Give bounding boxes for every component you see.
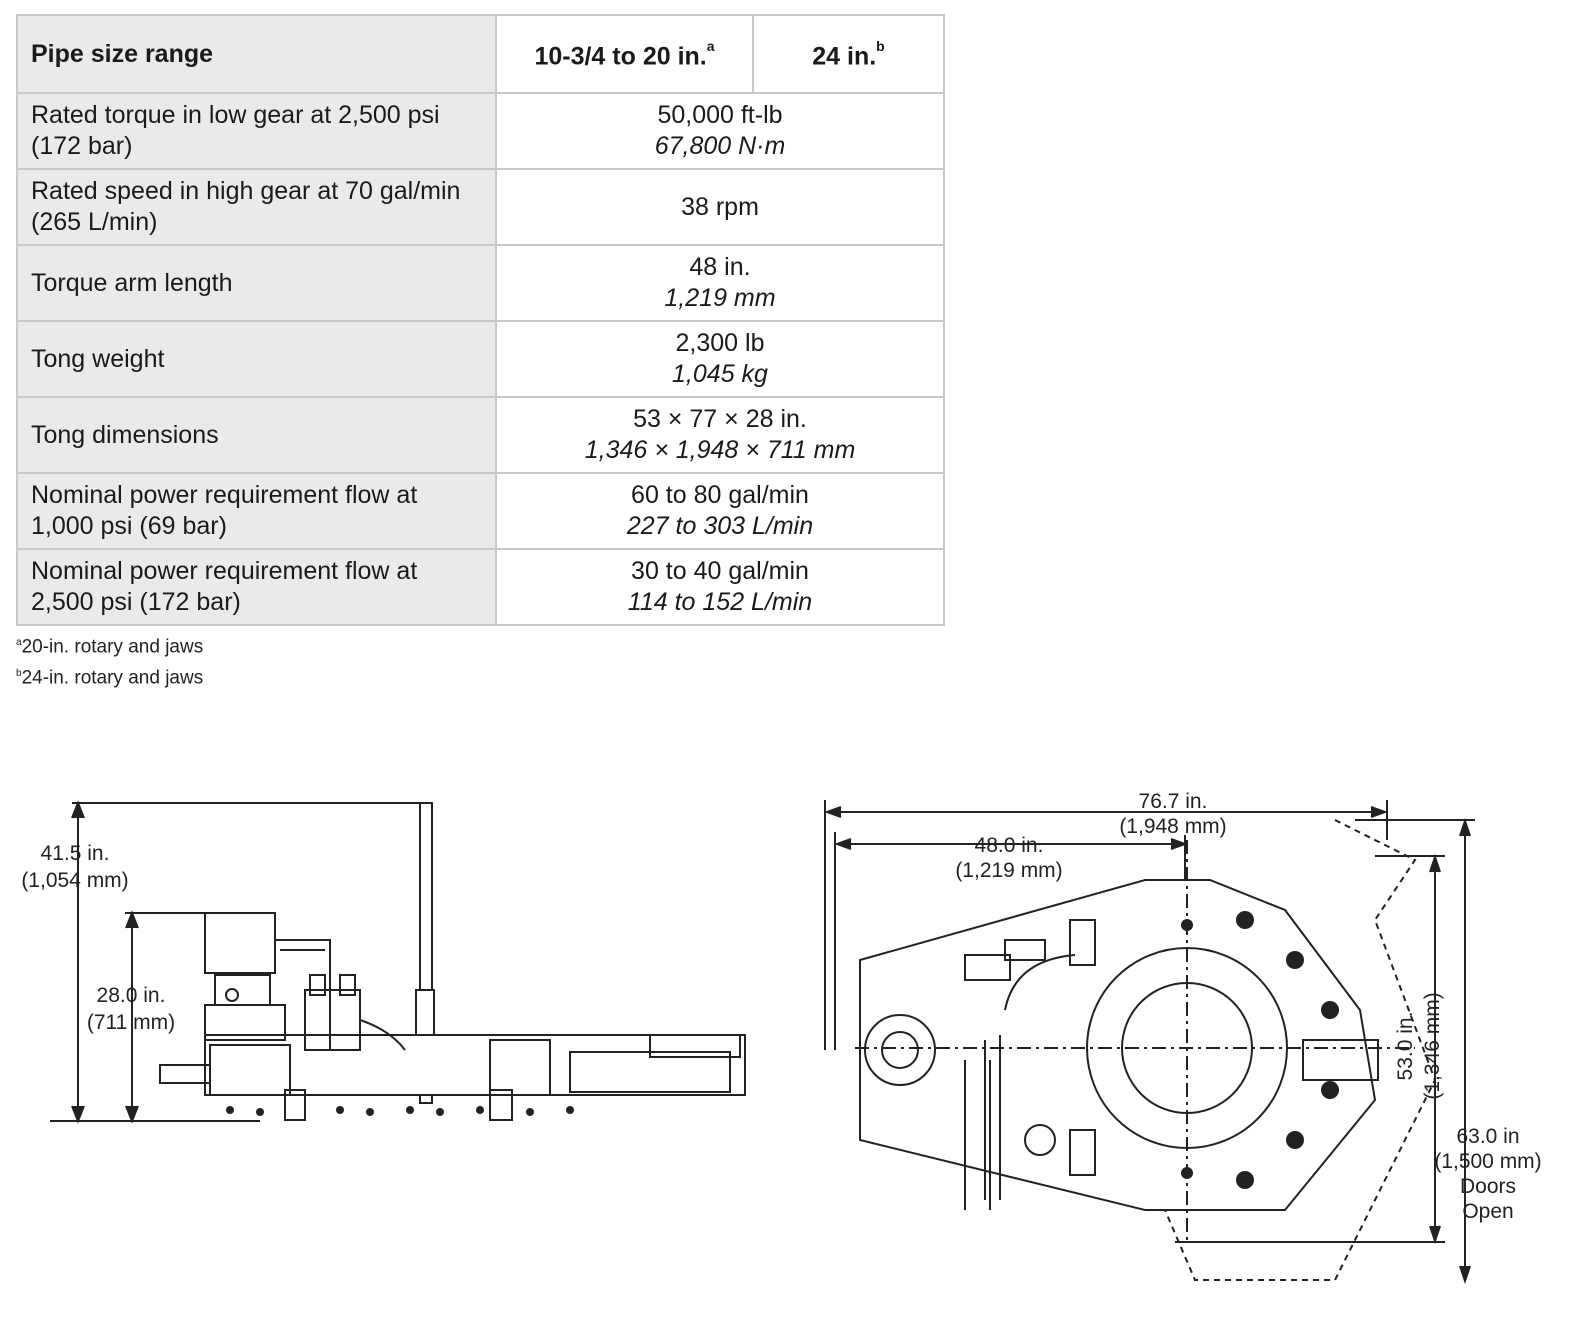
- table-row: Tong dimensions53 × 77 × 28 in.1,346 × 1…: [17, 397, 944, 473]
- row-value: 30 to 40 gal/min114 to 152 L/min: [496, 549, 944, 625]
- side-height-in: 41.5 in.: [41, 842, 110, 865]
- side-body-mm: (711 mm): [87, 1011, 175, 1034]
- row-value: 2,300 lb1,045 kg: [496, 321, 944, 397]
- row-label: Torque arm length: [17, 245, 496, 321]
- header-col-24in: 24 in.b: [753, 15, 944, 93]
- top-open-note-open: Open: [1462, 1200, 1513, 1223]
- value-imperial: 48 in.: [498, 252, 942, 283]
- header-pipe-size: Pipe size range: [17, 15, 496, 93]
- row-value: 60 to 80 gal/min227 to 303 L/min: [496, 473, 944, 549]
- footnote-mark-b: b: [876, 38, 885, 54]
- value-imperial: 30 to 40 gal/min: [498, 556, 942, 587]
- table-row: Nominal power requirement flow at 2,500 …: [17, 549, 944, 625]
- row-label: Rated torque in low gear at 2,500 psi (1…: [17, 93, 496, 169]
- side-body-in: 28.0 in.: [97, 984, 166, 1007]
- table-row: Rated torque in low gear at 2,500 psi (1…: [17, 93, 944, 169]
- top-depth-mm: (1,346 mm): [1421, 992, 1444, 1099]
- table-header-row: Pipe size range 10-3/4 to 20 in.a 24 in.…: [17, 15, 944, 93]
- value-metric: 1,219 mm: [498, 283, 942, 314]
- top-width-in: 76.7 in.: [1139, 790, 1208, 813]
- side-view-drawing: 41.5 in. (1,054 mm) 28.0 in. (711 mm): [10, 790, 770, 1150]
- header-col-20in: 10-3/4 to 20 in.a: [496, 15, 753, 93]
- value-metric: 67,800 N·m: [498, 131, 942, 162]
- spec-table: Pipe size range 10-3/4 to 20 in.a 24 in.…: [16, 14, 945, 626]
- value-imperial: 38 rpm: [498, 192, 942, 223]
- value-metric: 1,346 × 1,948 × 711 mm: [498, 435, 942, 466]
- top-open-in: 63.0 in: [1456, 1125, 1519, 1148]
- footnote-b: b24-in. rotary and jaws: [16, 660, 203, 691]
- value-imperial: 60 to 80 gal/min: [498, 480, 942, 511]
- top-depth-in: 53.0 in.: [1394, 1012, 1417, 1081]
- row-value: 38 rpm: [496, 169, 944, 245]
- value-imperial: 53 × 77 × 28 in.: [498, 404, 942, 435]
- side-height-mm: (1,054 mm): [21, 869, 128, 892]
- table-row: Nominal power requirement flow at 1,000 …: [17, 473, 944, 549]
- top-width-mm: (1,948 mm): [1119, 815, 1226, 838]
- footnotes: a20-in. rotary and jaws b24-in. rotary a…: [16, 629, 203, 692]
- row-value: 53 × 77 × 28 in.1,346 × 1,948 × 711 mm: [496, 397, 944, 473]
- row-value: 48 in.1,219 mm: [496, 245, 944, 321]
- table-row: Tong weight2,300 lb1,045 kg: [17, 321, 944, 397]
- top-view-drawing: 76.7 in. (1,948 mm) 48.0 in. (1,219 mm) …: [815, 780, 1585, 1300]
- row-label: Tong dimensions: [17, 397, 496, 473]
- top-open-note-doors: Doors: [1460, 1175, 1516, 1198]
- value-metric: 114 to 152 L/min: [498, 587, 942, 618]
- top-arm-in: 48.0 in.: [975, 834, 1044, 857]
- row-label: Nominal power requirement flow at 1,000 …: [17, 473, 496, 549]
- footnote-mark-a: a: [707, 38, 715, 54]
- top-arm-mm: (1,219 mm): [955, 859, 1062, 882]
- footnote-a: a20-in. rotary and jaws: [16, 629, 203, 660]
- row-label: Nominal power requirement flow at 2,500 …: [17, 549, 496, 625]
- value-metric: 1,045 kg: [498, 359, 942, 390]
- top-open-mm: (1,500 mm): [1434, 1150, 1541, 1173]
- row-label: Tong weight: [17, 321, 496, 397]
- row-value: 50,000 ft-lb67,800 N·m: [496, 93, 944, 169]
- value-imperial: 2,300 lb: [498, 328, 942, 359]
- row-label: Rated speed in high gear at 70 gal/min (…: [17, 169, 496, 245]
- table-row: Torque arm length48 in.1,219 mm: [17, 245, 944, 321]
- value-imperial: 50,000 ft-lb: [498, 100, 942, 131]
- table-row: Rated speed in high gear at 70 gal/min (…: [17, 169, 944, 245]
- value-metric: 227 to 303 L/min: [498, 511, 942, 542]
